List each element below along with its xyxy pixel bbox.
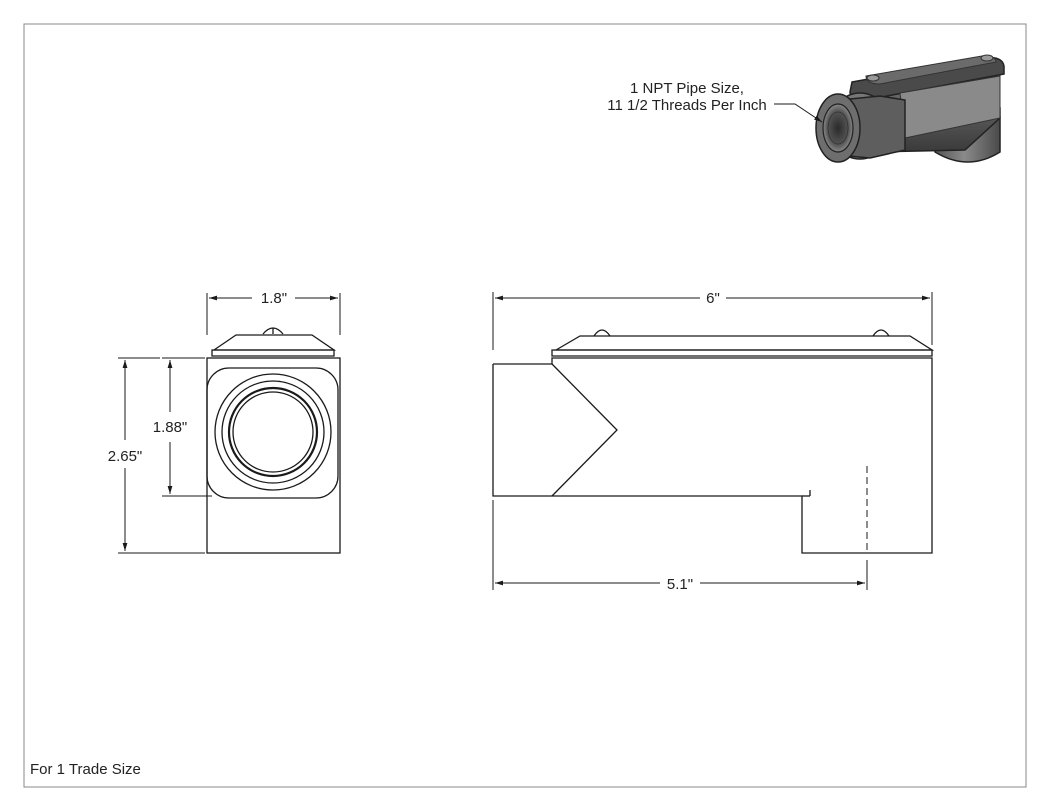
dim-side-base-length-label: 5.1" — [667, 576, 693, 593]
dim-front-opening-height — [162, 357, 212, 497]
dim-side-base-length — [492, 500, 868, 590]
iso-conduit-body — [815, 54, 1005, 163]
dim-front-total-height-label: 2.65" — [108, 448, 143, 465]
callout-line-2: 11 1/2 Threads Per Inch — [607, 97, 767, 114]
dim-front-total-height — [118, 357, 205, 554]
dim-side-total-length — [492, 292, 933, 350]
callout-leader — [774, 103, 823, 123]
front-view — [206, 327, 341, 554]
dim-front-opening-height-label: 1.88" — [153, 419, 188, 436]
dim-front-width — [206, 293, 341, 335]
trade-size-note: For 1 Trade Size — [30, 761, 141, 778]
side-view — [492, 329, 935, 554]
callout-line-1: 1 NPT Pipe Size, — [630, 80, 744, 97]
dim-side-total-length-label: 6" — [706, 290, 720, 307]
dim-front-width-label: 1.8" — [261, 290, 287, 307]
